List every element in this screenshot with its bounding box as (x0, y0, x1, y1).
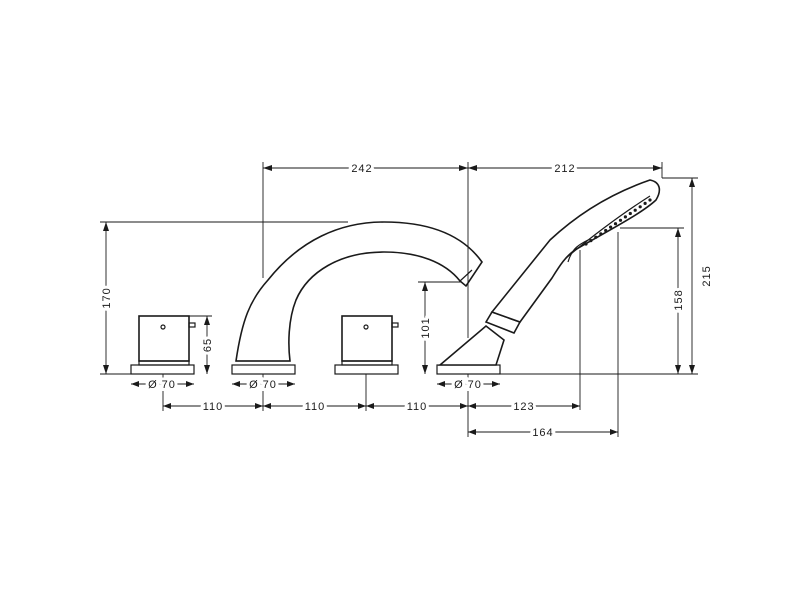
dim-spacing-3: 110 (407, 401, 428, 413)
dim-shower-top-height: 215 (701, 265, 713, 286)
nozzle-dot (613, 222, 618, 226)
dim-diameter-shower: Ø 70 (454, 379, 482, 391)
dim-diameter-spout: Ø 70 (249, 379, 277, 391)
dim-handle-height: 65 (202, 338, 214, 352)
dim-spout-outlet-height: 101 (420, 317, 432, 338)
nozzle-dot (633, 208, 637, 212)
dim-total-height: 170 (101, 287, 113, 308)
dim-shower-head-height: 158 (673, 289, 685, 310)
nozzle-dot (623, 215, 628, 219)
hand-shower (437, 179, 661, 366)
nozzle-dot (618, 218, 623, 222)
dimension-lines (103, 165, 695, 435)
nozzle-dot (638, 205, 642, 209)
nozzle-dot (648, 198, 652, 202)
left-handle (138, 315, 196, 366)
dim-spacing-1: 110 (203, 401, 224, 413)
nozzle-dot (599, 232, 603, 236)
nozzle-dot (589, 239, 593, 243)
base-plate-shower (436, 364, 501, 375)
nozzle-dot (609, 225, 613, 229)
nozzle-dot (584, 242, 588, 246)
dim-diameter-left: Ø 70 (148, 379, 176, 391)
nozzle-dot (628, 211, 632, 216)
extension-lines (100, 162, 698, 437)
dim-shower-offset-1: 123 (513, 401, 534, 413)
base-plate-right (334, 364, 399, 375)
nozzle-dot (643, 201, 647, 205)
bath-spout (235, 221, 483, 362)
nozzle-dot (594, 235, 598, 239)
base-plate-spout (231, 364, 296, 375)
dim-shower-reach: 212 (554, 163, 575, 175)
nozzle-dot (604, 228, 608, 233)
right-handle (341, 315, 399, 366)
dim-shower-offset-2: 164 (532, 427, 553, 439)
dim-spacing-2: 110 (305, 401, 326, 413)
shower-nozzles (584, 198, 652, 246)
base-plate-left (130, 364, 195, 375)
dim-spout-reach: 242 (351, 163, 372, 175)
